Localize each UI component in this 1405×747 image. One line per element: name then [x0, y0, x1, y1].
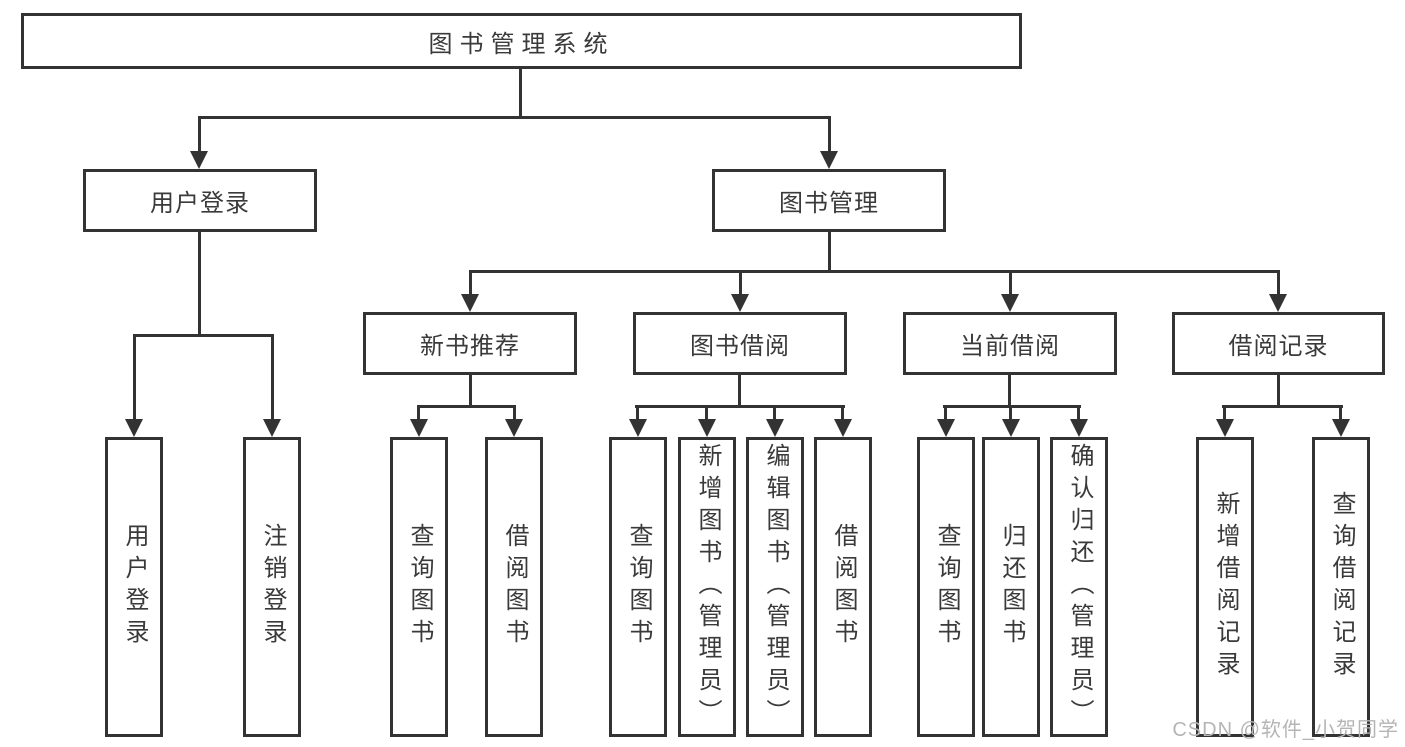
connector-line	[739, 270, 742, 297]
connector-line	[841, 405, 844, 422]
connector-line	[943, 405, 1081, 408]
connector-line	[635, 405, 845, 408]
arrow-down-icon	[1001, 294, 1019, 312]
connector-line	[469, 375, 472, 408]
connector-line	[513, 405, 516, 422]
csdn-watermark: CSDN @软件_小贺同学	[1172, 719, 1399, 741]
leaf-query-books-borrow: 查询图书	[609, 437, 667, 737]
node-current-borrow: 当前借阅	[903, 312, 1117, 375]
connector-line	[1277, 375, 1280, 408]
arrow-down-icon	[461, 294, 479, 312]
connector-line	[417, 405, 516, 408]
connector-line	[1277, 270, 1280, 297]
connector-line	[1222, 405, 1343, 408]
node-borrow-records: 借阅记录	[1172, 312, 1385, 375]
node-book-management: 图书管理	[712, 169, 946, 232]
leaf-label: 编辑图书（管理员）	[762, 443, 789, 731]
arrow-down-icon	[766, 419, 784, 437]
leaf-label: 查询图书	[625, 523, 652, 651]
connector-line	[828, 116, 831, 153]
arrow-down-icon	[505, 419, 523, 437]
connector-line	[738, 375, 741, 408]
arrow-down-icon	[410, 419, 428, 437]
node-new-book-recommend: 新书推荐	[363, 312, 577, 375]
leaf-label: 确认归还（管理员）	[1066, 443, 1093, 731]
leaf-label: 查询图书	[406, 523, 433, 651]
node-user-login: 用户登录	[83, 169, 317, 232]
connector-line	[417, 405, 420, 422]
connector-line	[1339, 405, 1342, 422]
connector-line	[828, 232, 831, 273]
leaf-confirm-return-admin: 确认归还（管理员）	[1050, 437, 1108, 737]
arrow-down-icon	[1332, 419, 1350, 437]
connector-line	[271, 334, 274, 420]
arrow-down-icon	[125, 419, 143, 437]
arrow-down-icon	[698, 419, 716, 437]
connector-line	[469, 270, 1280, 273]
connector-line	[469, 270, 472, 297]
connector-line	[773, 405, 776, 422]
arrow-down-icon	[834, 419, 852, 437]
arrow-down-icon	[1002, 419, 1020, 437]
leaf-label: 新增借阅记录	[1212, 491, 1239, 683]
leaf-label: 新增图书（管理员）	[694, 443, 721, 731]
leaf-logout: 注销登录	[243, 437, 301, 737]
connector-line	[1223, 405, 1226, 422]
connector-line	[1008, 375, 1011, 408]
arrow-down-icon	[629, 419, 647, 437]
leaf-add-borrow-record: 新增借阅记录	[1196, 437, 1254, 737]
leaf-borrow-books: 借阅图书	[814, 437, 872, 737]
leaf-label: 用户登录	[121, 523, 148, 651]
arrow-down-icon	[1070, 419, 1088, 437]
leaf-return-books: 归还图书	[982, 437, 1040, 737]
connector-line	[198, 116, 201, 153]
leaf-query-books-current: 查询图书	[917, 437, 975, 737]
arrow-down-icon	[263, 419, 281, 437]
connector-line	[133, 334, 274, 337]
node-root-system: 图书管理系统	[21, 13, 1022, 69]
connector-line	[1009, 405, 1012, 422]
node-book-borrow: 图书借阅	[633, 312, 847, 375]
arrow-down-icon	[937, 419, 955, 437]
leaf-label: 归还图书	[998, 523, 1025, 651]
leaf-label: 查询图书	[933, 523, 960, 651]
leaf-label: 查询借阅记录	[1328, 491, 1355, 683]
leaf-label: 注销登录	[259, 523, 286, 651]
leaf-user-login: 用户登录	[105, 437, 163, 737]
connector-line	[198, 116, 831, 119]
arrow-down-icon	[1269, 294, 1287, 312]
connector-line	[1009, 270, 1012, 297]
connector-line	[636, 405, 639, 422]
leaf-query-borrow-record: 查询借阅记录	[1312, 437, 1370, 737]
leaf-add-books-admin: 新增图书（管理员）	[678, 437, 736, 737]
connector-line	[519, 68, 522, 118]
connector-line	[705, 405, 708, 422]
leaf-query-books-recommend: 查询图书	[390, 437, 448, 737]
arrow-down-icon	[820, 151, 838, 169]
connector-line	[198, 232, 201, 336]
leaf-edit-books-admin: 编辑图书（管理员）	[746, 437, 804, 737]
connector-line	[1077, 405, 1080, 422]
connector-line	[944, 405, 947, 422]
leaf-label: 借阅图书	[501, 523, 528, 651]
leaf-label: 借阅图书	[830, 523, 857, 651]
leaf-borrow-books-recommend: 借阅图书	[485, 437, 543, 737]
arrow-down-icon	[731, 294, 749, 312]
connector-line	[133, 334, 136, 420]
arrow-down-icon	[190, 151, 208, 169]
arrow-down-icon	[1216, 419, 1234, 437]
